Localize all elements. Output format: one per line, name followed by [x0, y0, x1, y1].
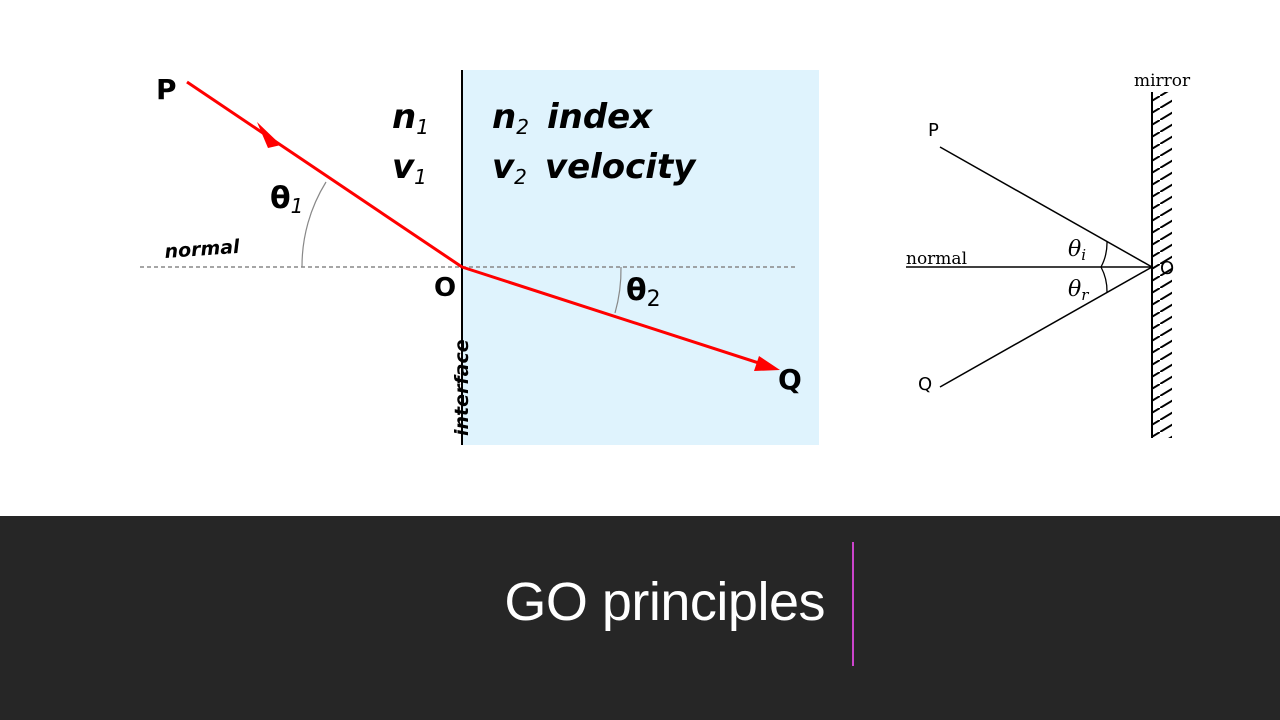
reflection-point-p-label: P: [928, 120, 939, 141]
accent-divider: [852, 542, 854, 666]
normal-label: normal: [164, 236, 241, 263]
mirror-hatching: [1152, 92, 1172, 438]
incident-ray: [186, 80, 463, 269]
reflection-diagram: mirror P O Q normal θi θr: [906, 71, 1191, 438]
reflection-point-q-label: Q: [918, 374, 932, 395]
medium-2-region: [462, 70, 819, 445]
incident-ray-arrow: [257, 122, 281, 148]
theta-r-label: θr: [1068, 277, 1089, 304]
theta2-arc: [614, 266, 622, 314]
footer-band: [0, 516, 1280, 720]
v1-label: v1: [392, 147, 427, 189]
point-p-label: P: [156, 73, 177, 106]
interface-label: interface: [451, 339, 473, 436]
theta-i-label: θi: [1068, 237, 1086, 264]
theta-r-arc: [1100, 266, 1108, 293]
point-o-label: O: [434, 273, 456, 303]
theta-i-arc: [1100, 241, 1108, 268]
reflection-point-o-label: O: [1160, 258, 1174, 279]
reflection-normal-label: normal: [906, 249, 967, 269]
refracted-ray: [461, 265, 769, 368]
theta1-arc: [301, 181, 327, 268]
incident-line: [939, 146, 1153, 268]
refracted-ray-arrow: [754, 356, 780, 371]
n1-label: n1: [392, 97, 429, 139]
point-q-label: Q: [778, 363, 802, 396]
mirror-label: mirror: [1134, 71, 1191, 91]
reflected-line: [939, 266, 1153, 388]
theta1-label: θ1: [270, 181, 303, 218]
slide-title: GO principles: [504, 572, 825, 632]
theta2-label: θ2: [626, 273, 661, 312]
